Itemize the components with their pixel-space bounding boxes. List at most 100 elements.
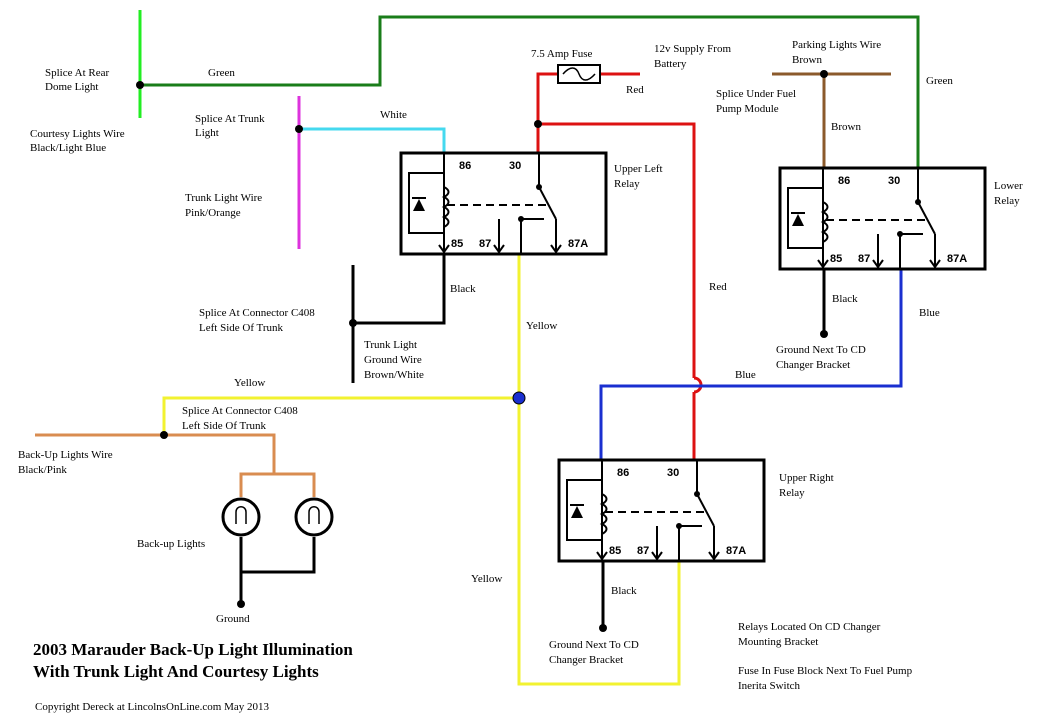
upper-right-diode-icon (571, 506, 583, 518)
copyright: Copyright Dereck at LincolnsOnLine.com M… (35, 701, 270, 713)
upper-right-coil-loop (566, 479, 603, 541)
splice-dot-trunk (295, 125, 303, 133)
red-wire-label-top: Red (626, 84, 644, 96)
upper-right-pin-86-label: 86 (617, 467, 629, 479)
orange-splice-wire (164, 433, 276, 474)
note-relays-2: Mounting Bracket (738, 636, 818, 648)
green-wire-label: Green (208, 67, 235, 79)
backup-wire-label-1: Back-Up Lights Wire (18, 449, 113, 461)
ground-cd-bottom-label-1: Ground Next To CD (549, 639, 639, 651)
upper-right-arrow-85 (596, 551, 608, 561)
upper-left-diode-icon (413, 199, 425, 211)
upper-right-arrow-87a (708, 551, 720, 561)
upper-right-pin-87a-label: 87A (726, 545, 746, 557)
blue-wire-label-right: Blue (919, 307, 940, 319)
ground-cd-right-label-1: Ground Next To CD (776, 344, 866, 356)
title-line-2: With Trunk Light And Courtesy Lights (33, 662, 319, 681)
supply-label-2: Battery (654, 58, 687, 70)
upper-left-coil (441, 186, 450, 228)
note-fuse-2: Inerita Switch (738, 680, 801, 692)
note-fuse-1: Fuse In Fuse Block Next To Fuel Pump (738, 665, 913, 677)
ground-dot-bulbs (237, 600, 245, 608)
white-wire (299, 127, 446, 153)
splice-dot-dome (136, 81, 144, 89)
green-wire-label-right: Green (926, 75, 953, 87)
lower-coil-loop (787, 187, 824, 249)
yellow-wire-label-mid: Yellow (526, 320, 557, 332)
c408-lower-label-1: Splice At Connector C408 (182, 405, 298, 417)
lower-pin-86-label: 86 (838, 175, 850, 187)
ground-dot-upper-right (599, 624, 607, 632)
backup-lights-label: Back-up Lights (137, 538, 205, 550)
upper-right-switch-arm (696, 493, 715, 527)
black-wire-label-ur: Black (611, 585, 637, 597)
courtesy-wire-label-2: Black/Light Blue (30, 142, 106, 154)
bulb-left-circle (221, 497, 261, 537)
trunk-wire-label-1: Trunk Light Wire (185, 192, 262, 204)
lower-arrow-87a (929, 259, 941, 269)
upper-left-switch-arm (538, 186, 557, 220)
dome-splice-label-2: Dome Light (45, 81, 98, 93)
dome-splice-label-1: Splice At Rear (45, 67, 109, 79)
trunk-wire-label-2: Pink/Orange (185, 207, 241, 219)
upper-left-pin-87-label: 87 (479, 238, 491, 250)
black-wire-upper-left (353, 253, 446, 325)
trunk-ground-label-3: Brown/White (364, 369, 424, 381)
green-wire-courtesy (140, 15, 920, 168)
trunk-splice-label-1: Splice At Trunk (195, 113, 265, 125)
upper-left-relay-box (399, 151, 608, 256)
yellow-wire-left (162, 396, 519, 436)
fuse-element (562, 67, 596, 81)
upper-left-pin-85-label: 85 (451, 238, 463, 250)
yellow-wire-label-bottom: Yellow (471, 573, 502, 585)
c408-upper-label-1: Splice At Connector C408 (199, 307, 315, 319)
black-wire-label-lower: Black (832, 293, 858, 305)
upper-right-pin-30-label: 30 (667, 467, 679, 479)
lower-diode-icon (792, 214, 804, 226)
ground-dot-lower (820, 330, 828, 338)
supply-label-1: 12v Supply From (654, 43, 731, 55)
upper-left-coil-loop (408, 172, 445, 234)
upper-left-pin-86-label: 86 (459, 160, 471, 172)
red-fuse-wire (536, 72, 558, 153)
lower-coil (820, 201, 829, 243)
blue-wire-label-mid: Blue (735, 369, 756, 381)
trunk-ground-label-2: Ground Wire (364, 354, 422, 366)
upper-left-arrow-87a (550, 244, 562, 254)
red-wire-label-mid: Red (709, 281, 727, 293)
bulb-right-filament (308, 506, 320, 524)
backup-wire-label-2: Black/Pink (18, 464, 67, 476)
fuel-pump-splice-label-2: Pump Module (716, 103, 779, 115)
upper-right-relay-box (557, 458, 766, 563)
blue-wire (599, 268, 903, 460)
black-wire-label-ul: Black (450, 283, 476, 295)
backup-bulb-right (294, 497, 334, 537)
wires (35, 10, 920, 686)
splice-dots (136, 70, 828, 632)
bulb-left-filament (235, 506, 247, 524)
upper-left-relay-label-1: Upper Left (614, 163, 663, 175)
courtesy-wire-label-1: Courtesy Lights Wire (30, 128, 125, 140)
upper-right-pin-87-label: 87 (637, 545, 649, 557)
upper-right-pin-85-label: 85 (609, 545, 621, 557)
lower-arrow-85 (817, 259, 829, 269)
lower-pin-87a-label: 87A (947, 253, 967, 265)
c408-lower-label-2: Left Side Of Trunk (182, 420, 267, 432)
fuse (557, 64, 601, 84)
backup-bulb-left (221, 497, 261, 537)
lower-relay-label-1: Lower (994, 180, 1023, 192)
yellow-wire-main (517, 253, 681, 686)
lower-switch-arm (917, 201, 936, 235)
fuse-label: 7.5 Amp Fuse (531, 48, 593, 60)
splice-dot-red (534, 120, 542, 128)
bulb-ground-bar (241, 537, 316, 574)
upper-left-pin-87a-label: 87A (568, 238, 588, 250)
bulb-right-circle (294, 497, 334, 537)
upper-right-relay-label-2: Relay (779, 487, 805, 499)
upper-right-relay-label-1: Upper Right (779, 472, 834, 484)
lower-pin-85-label: 85 (830, 253, 842, 265)
splice-dot-c408-upper (349, 319, 357, 327)
ground-label: Ground (216, 613, 250, 625)
